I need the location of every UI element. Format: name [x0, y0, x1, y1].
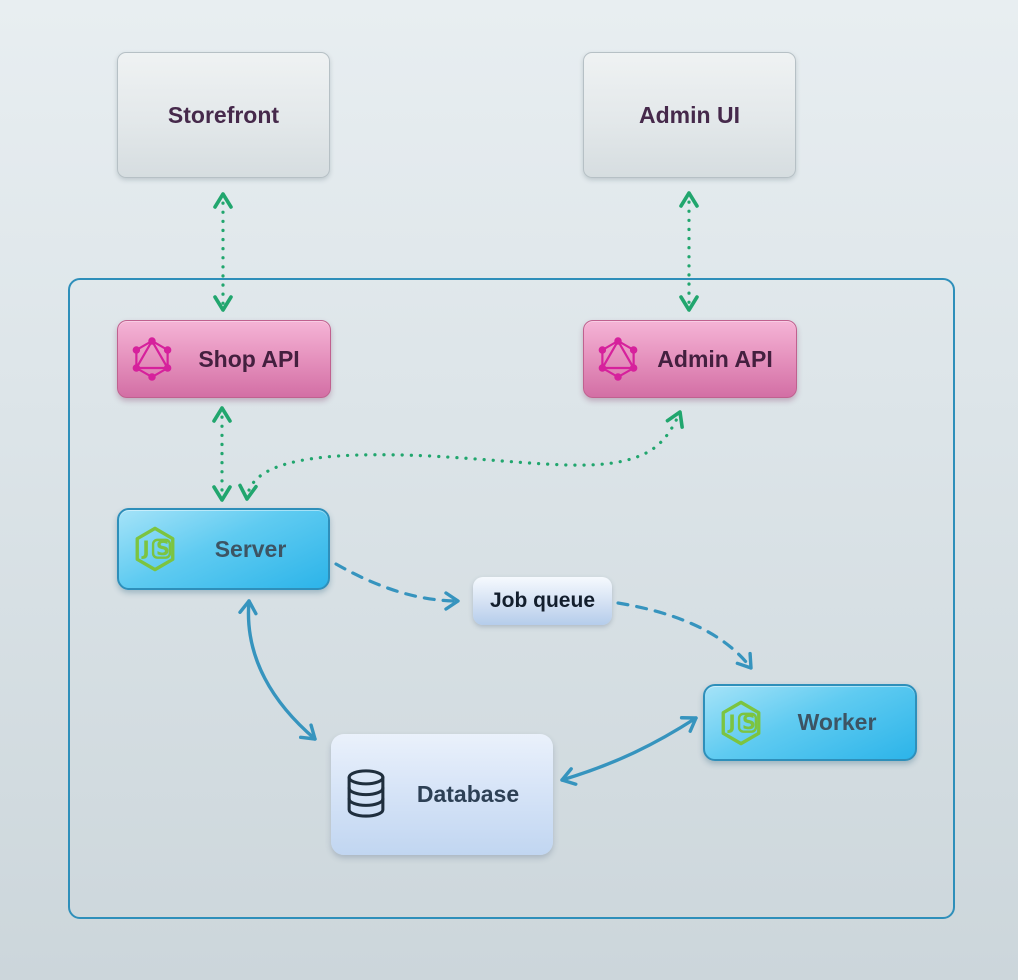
storefront-label: Storefront — [167, 101, 280, 128]
node-admin-ui[interactable]: Admin UI — [583, 52, 796, 178]
node-database[interactable]: Database — [331, 734, 553, 855]
worker-label: Worker — [797, 709, 877, 735]
node-server[interactable]: J S Server — [117, 508, 330, 590]
job-queue-label: Job queue — [489, 589, 595, 612]
server-boundary-container — [68, 278, 955, 919]
node-shop-api[interactable]: Shop API — [117, 320, 331, 398]
database-icon — [343, 768, 389, 822]
node-worker[interactable]: J S Worker — [703, 684, 917, 761]
server-label: Server — [214, 535, 287, 562]
nodejs-icon: J S — [717, 699, 765, 747]
svg-text:J: J — [141, 537, 150, 560]
node-admin-api[interactable]: Admin API — [583, 320, 797, 398]
node-storefront[interactable]: Storefront — [117, 52, 330, 178]
nodejs-icon: J S — [131, 525, 179, 573]
svg-text:S: S — [742, 711, 756, 734]
node-job-queue[interactable]: Job queue — [473, 577, 612, 625]
admin-api-label: Admin API — [657, 345, 773, 372]
database-label: Database — [416, 781, 520, 807]
admin-ui-label: Admin UI — [639, 101, 740, 128]
shop-api-label: Shop API — [198, 345, 300, 372]
graphql-icon — [130, 337, 174, 381]
svg-text:S: S — [156, 537, 170, 560]
svg-text:J: J — [727, 711, 736, 734]
graphql-icon — [596, 337, 640, 381]
